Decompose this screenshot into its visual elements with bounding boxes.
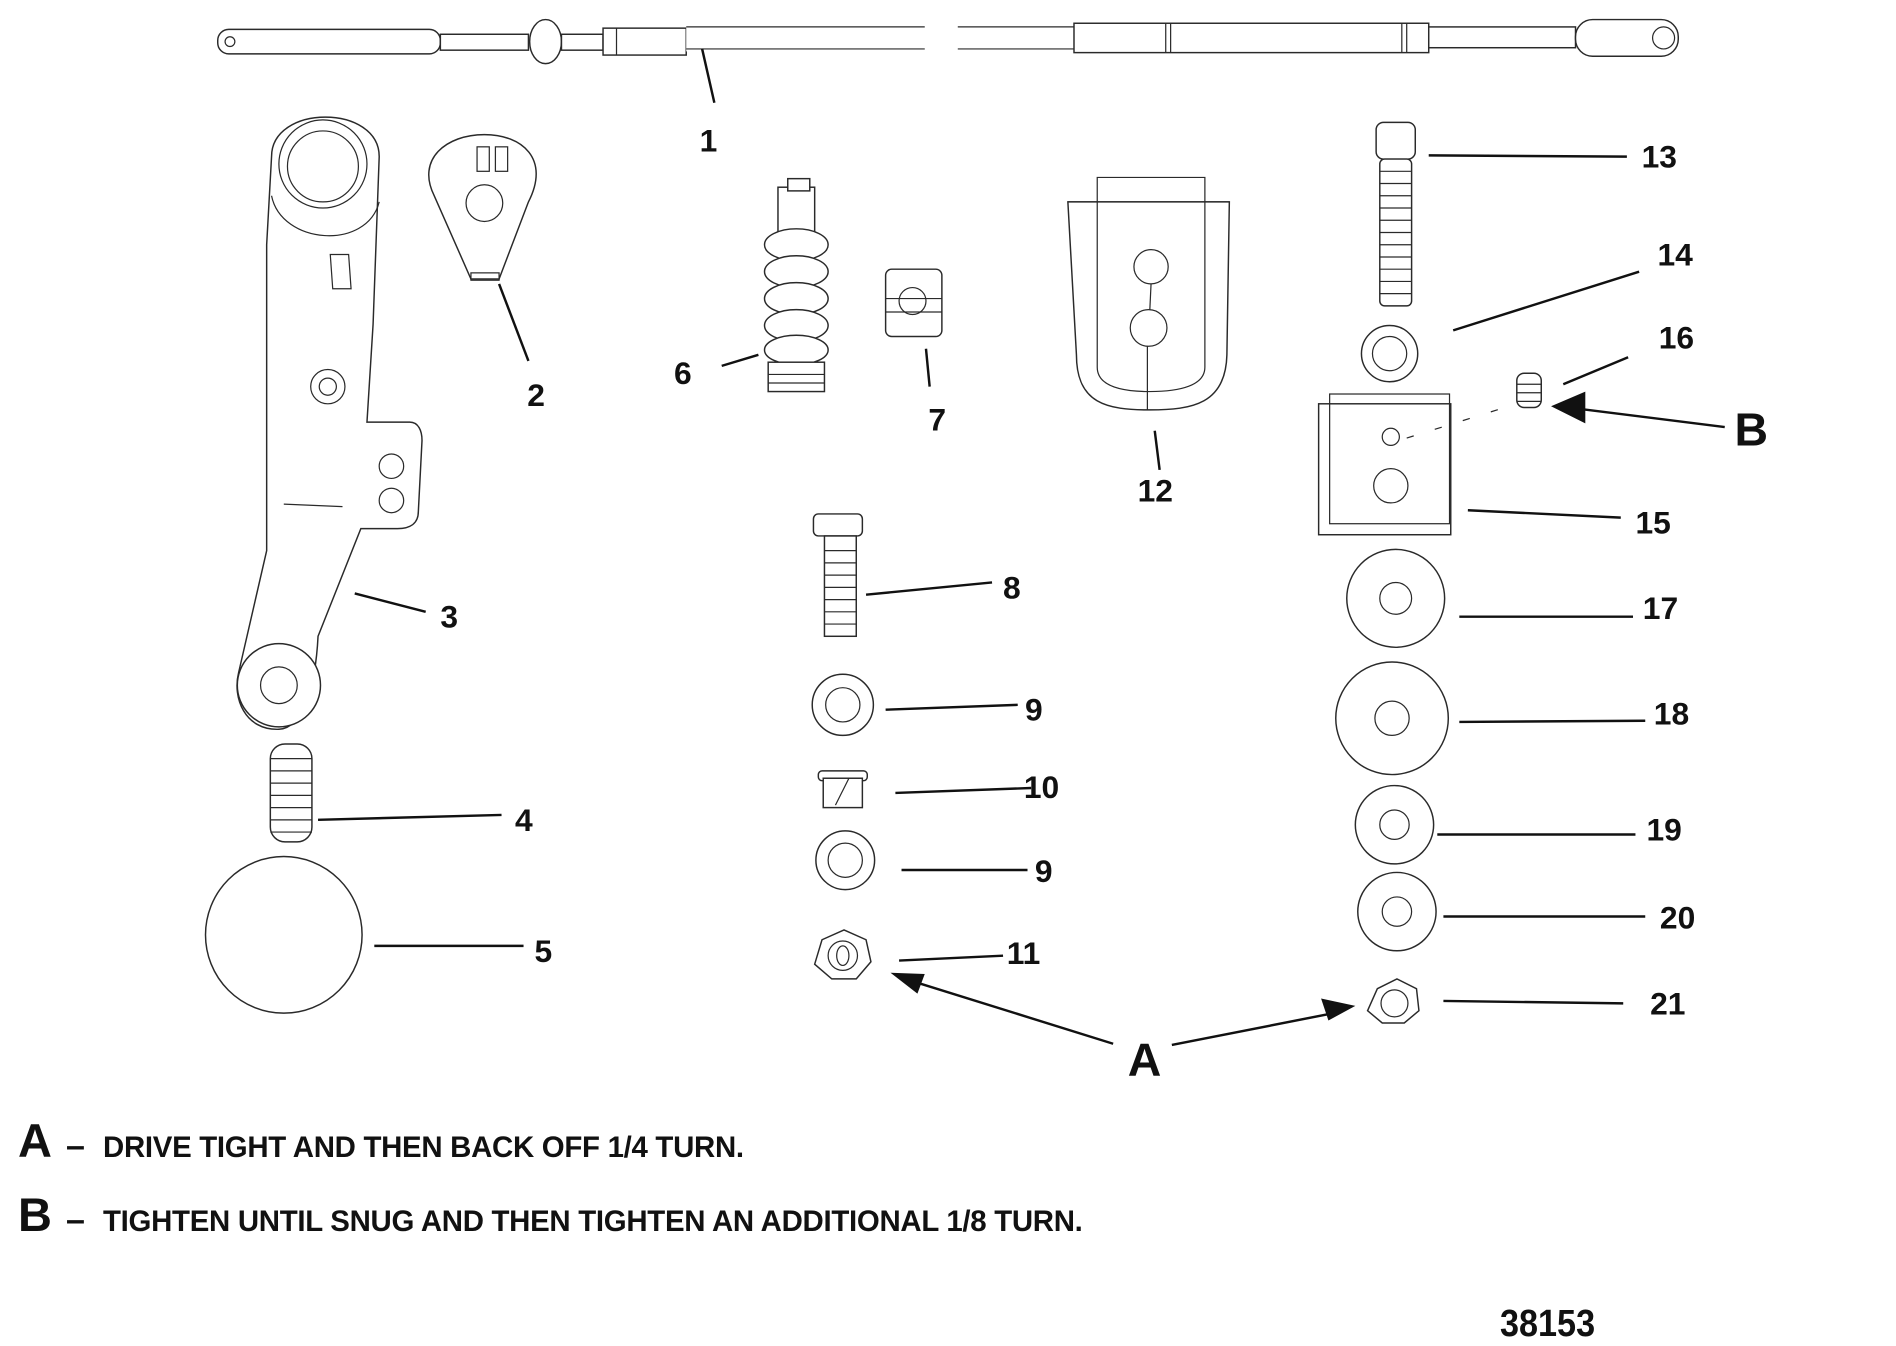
callout-7: 7 <box>928 402 946 438</box>
part-11-locknut <box>813 929 872 980</box>
arrowhead-a-21 <box>1321 998 1356 1021</box>
leader-9-upper <box>885 703 1018 711</box>
annotation-letter-a: A <box>1128 1034 1162 1086</box>
part-21-nut <box>1366 978 1420 1024</box>
callout-18: 18 <box>1654 695 1689 731</box>
leader-3 <box>354 592 426 614</box>
callout-13: 13 <box>1642 139 1677 175</box>
callout-2: 2 <box>527 377 545 413</box>
part-16-set-screw <box>1516 372 1542 409</box>
leader-8 <box>865 581 993 596</box>
callout-1: 1 <box>700 123 718 159</box>
part-9-washer-upper <box>811 673 875 737</box>
callout-9-upper: 9 <box>1025 692 1043 728</box>
callout-8: 8 <box>1003 569 1021 605</box>
leader-6 <box>721 353 759 368</box>
part-12-bracket <box>1067 176 1231 411</box>
leader-18 <box>1459 719 1646 724</box>
arrow-a-to-11 <box>904 977 1114 1045</box>
callout-6: 6 <box>674 355 692 391</box>
part-5-knob <box>204 855 363 1014</box>
callout-14: 14 <box>1657 237 1693 273</box>
part-8-bolt <box>812 513 864 638</box>
leader-7 <box>924 348 931 387</box>
callout-21: 21 <box>1650 985 1685 1021</box>
callout-5: 5 <box>535 933 553 969</box>
part-7-cable-end <box>884 268 943 338</box>
arrow-b-to-16 <box>1577 407 1725 429</box>
arrowhead-b <box>1551 391 1586 424</box>
part-4-stud <box>269 743 313 843</box>
callout-11: 11 <box>1007 935 1041 971</box>
callout-16: 16 <box>1659 320 1694 356</box>
part-17-washer <box>1346 548 1446 649</box>
callout-17: 17 <box>1643 590 1678 626</box>
callout-15: 15 <box>1635 505 1670 541</box>
leader-10 <box>895 786 1032 795</box>
leader-12 <box>1153 430 1161 471</box>
leader-4 <box>318 813 502 822</box>
part-20-washer <box>1357 871 1437 952</box>
callout-9-lower: 9 <box>1035 853 1053 889</box>
callout-4: 4 <box>515 802 533 838</box>
callout-3: 3 <box>440 599 458 635</box>
leader-15 <box>1467 509 1621 519</box>
callout-19: 19 <box>1646 812 1681 848</box>
arrow-a-to-21 <box>1171 1011 1334 1047</box>
annotation-letter-b: B <box>1735 403 1769 455</box>
leader-2 <box>497 283 530 362</box>
callout-20: 20 <box>1660 900 1695 936</box>
part-13-screw <box>1375 121 1417 307</box>
part-2-retainer <box>428 133 537 281</box>
leader-13 <box>1428 154 1627 158</box>
part-18-washer <box>1335 661 1450 776</box>
part-6-boot <box>763 177 829 393</box>
leader-16 <box>1562 356 1629 386</box>
part-10-bushing <box>817 770 869 809</box>
leader-14 <box>1452 270 1640 332</box>
part-9-washer-lower <box>815 830 876 891</box>
arrowhead-a-11 <box>890 972 925 994</box>
part-19-washer <box>1354 784 1435 865</box>
part-1-shift-cable <box>217 18 1679 65</box>
part-14-lock-washer <box>1360 324 1419 383</box>
part-3-shift-lever <box>236 116 423 731</box>
callout-10: 10 <box>1024 769 1059 805</box>
callout-12: 12 <box>1138 473 1173 509</box>
leader-21 <box>1443 999 1624 1005</box>
leader-1 <box>700 48 716 104</box>
leader-11 <box>899 954 1004 962</box>
part-15-block <box>1317 393 1517 536</box>
